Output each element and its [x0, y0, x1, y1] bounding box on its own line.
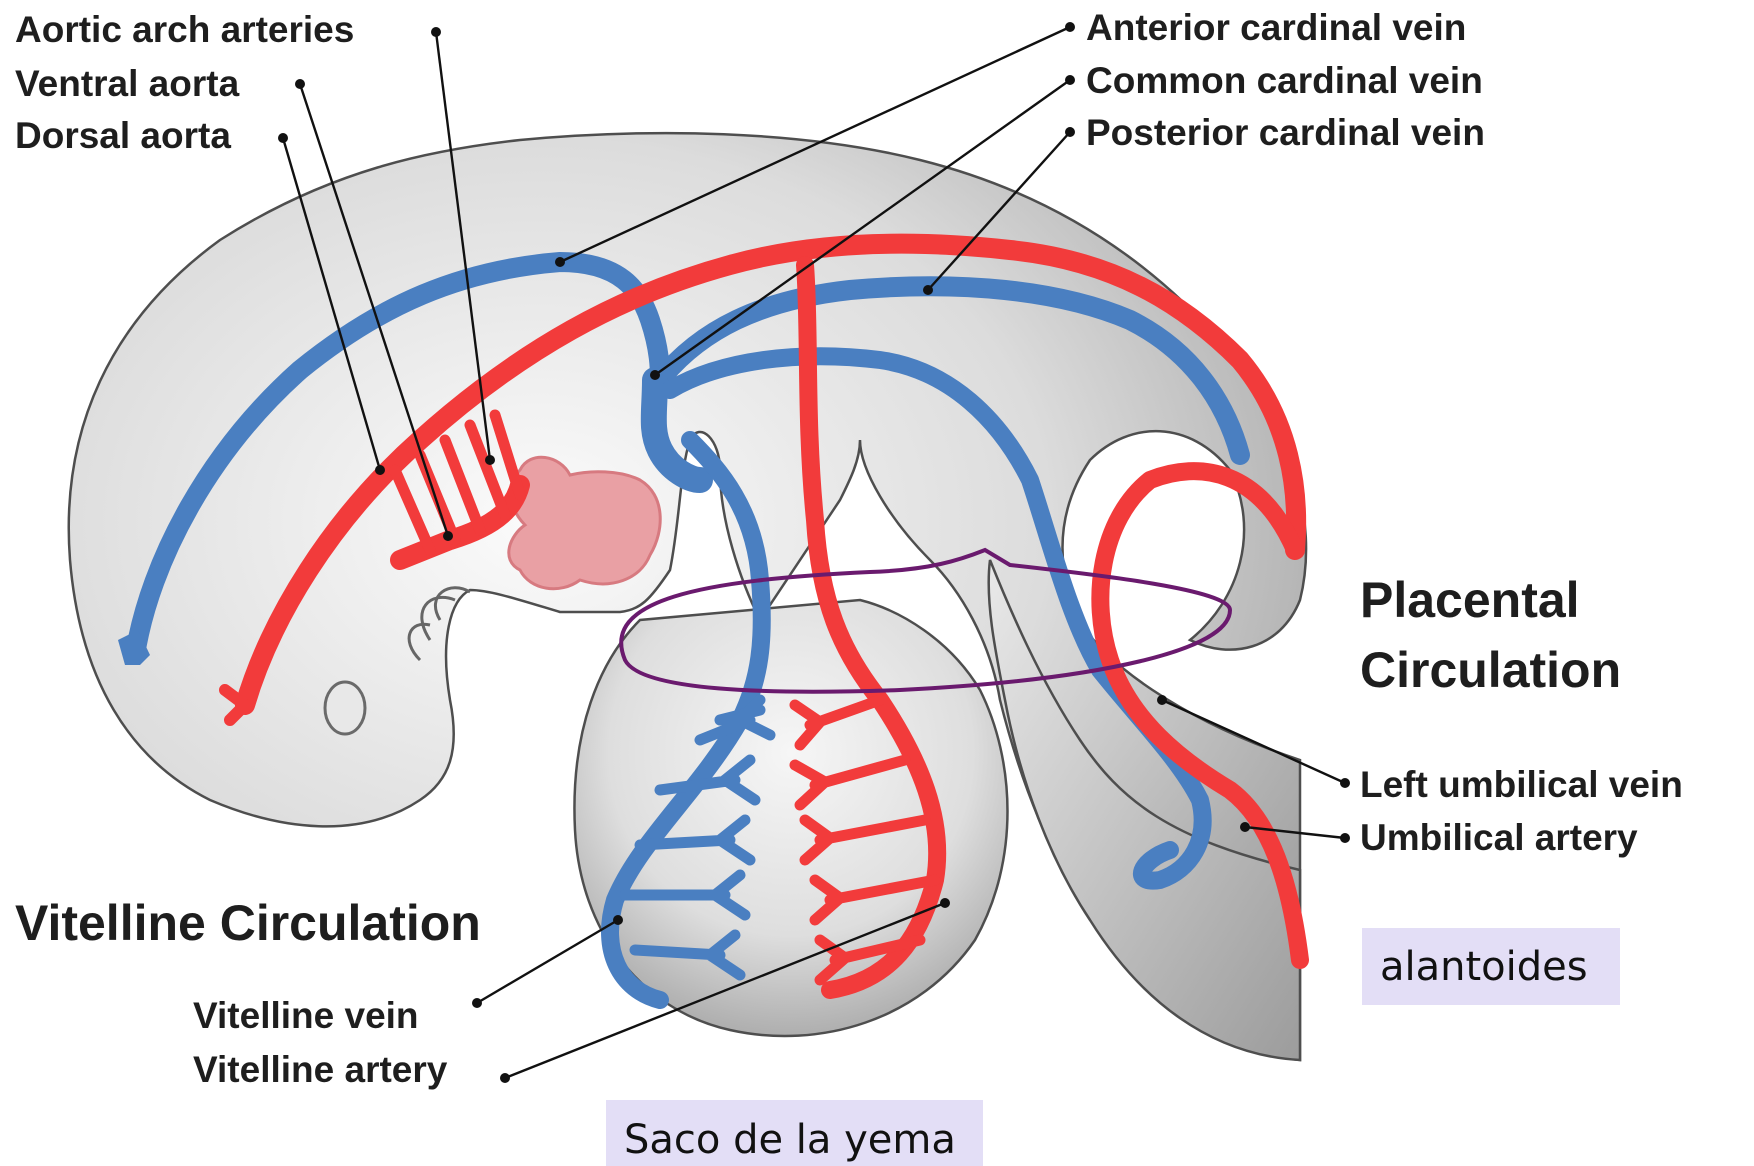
- annotation-yolk-sac: Saco de la yema: [606, 1100, 983, 1166]
- label-common-cardinal-vein: Common cardinal vein: [1086, 60, 1483, 101]
- dot-posterior-cardinal-end: [923, 285, 933, 295]
- label-ventral-aorta: Ventral aorta: [15, 63, 240, 104]
- dot-umbilical-artery: [1340, 833, 1350, 843]
- dot-anterior-cardinal: [1065, 22, 1075, 32]
- label-vitelline-artery: Vitelline artery: [193, 1049, 448, 1090]
- dot-vitelline-vein-end: [613, 915, 623, 925]
- label-vitelline-circulation: Vitelline Circulation: [15, 895, 481, 951]
- label-anterior-cardinal-vein: Anterior cardinal vein: [1086, 7, 1466, 48]
- label-dorsal-aorta: Dorsal aorta: [15, 115, 231, 156]
- label-vitelline-vein: Vitelline vein: [193, 995, 419, 1036]
- annotation-allantois: alantoides: [1362, 928, 1620, 1005]
- dot-vitelline-artery-end: [940, 898, 950, 908]
- dot-dorsal-aorta: [278, 133, 288, 143]
- label-left-umbilical-vein: Left umbilical vein: [1360, 764, 1683, 805]
- dot-left-umbilical-vein: [1340, 778, 1350, 788]
- dot-aortic-arch-end: [485, 455, 495, 465]
- label-aortic-arch-arteries: Aortic arch arteries: [15, 9, 354, 50]
- label-posterior-cardinal-vein: Posterior cardinal vein: [1086, 112, 1485, 153]
- dot-ventral-aorta: [295, 79, 305, 89]
- dot-ventral-aorta-end: [443, 531, 453, 541]
- dot-common-cardinal-end: [650, 370, 660, 380]
- otic-placode: [325, 682, 365, 734]
- dot-posterior-cardinal: [1065, 127, 1075, 137]
- label-umbilical-artery: Umbilical artery: [1360, 817, 1638, 858]
- dot-common-cardinal: [1065, 75, 1075, 85]
- dot-vitelline-artery: [500, 1073, 510, 1083]
- label-placental-line1: Placental: [1360, 572, 1580, 628]
- dot-dorsal-aorta-end: [375, 465, 385, 475]
- dot-aortic-arch: [431, 27, 441, 37]
- dot-anterior-cardinal-end: [555, 257, 565, 267]
- annotation-yolk-sac-text: Saco de la yema: [624, 1117, 956, 1163]
- dot-umbilical-artery-end: [1240, 822, 1250, 832]
- leader-vitelline-vein: [477, 920, 618, 1003]
- label-placental-line2: Circulation: [1360, 642, 1621, 698]
- annotation-allantois-text: alantoides: [1380, 944, 1588, 990]
- dot-vitelline-vein: [472, 998, 482, 1008]
- dot-left-umbilical-vein-end: [1157, 695, 1167, 705]
